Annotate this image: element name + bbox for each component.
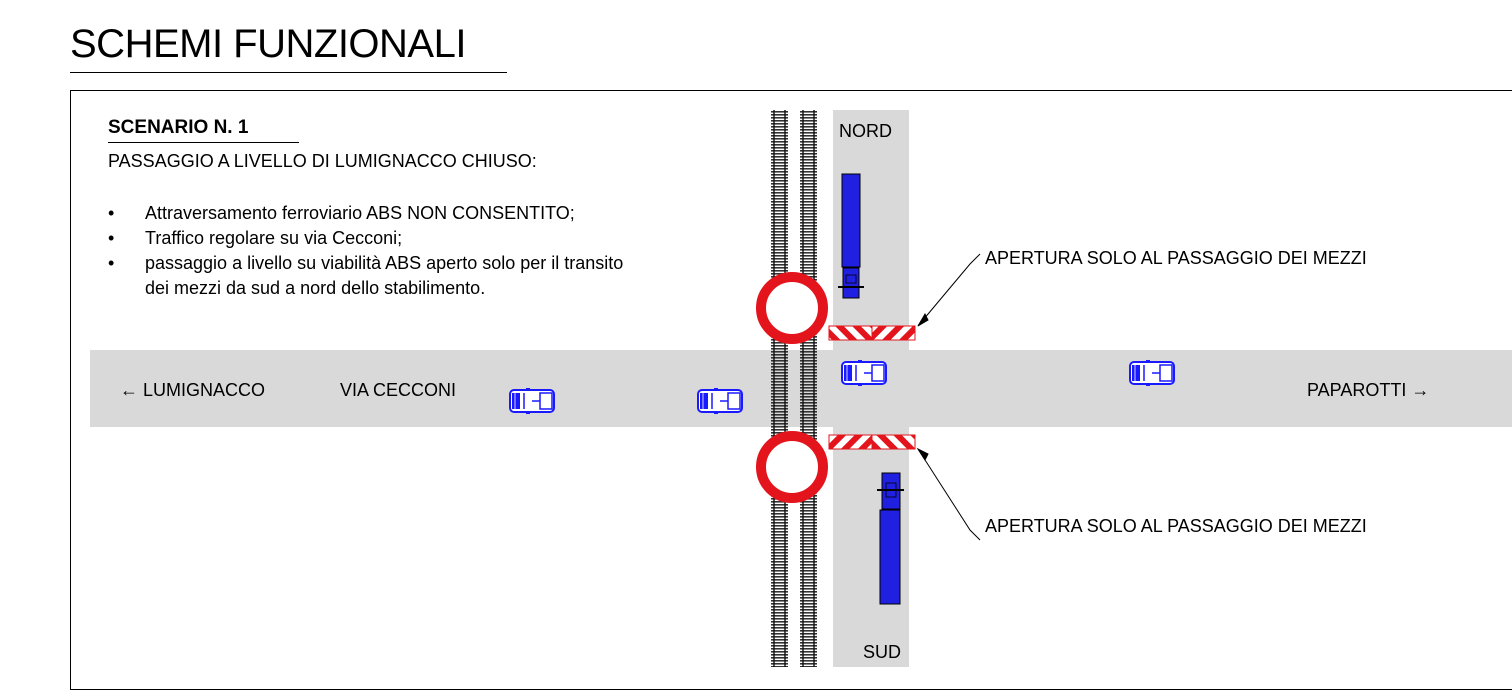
truck-icon bbox=[877, 472, 904, 605]
scenario-title: SCENARIO N. 1 bbox=[108, 117, 249, 138]
bullet-item: Traffico regolare su via Cecconi; bbox=[104, 226, 623, 251]
label-north: NORD bbox=[839, 121, 892, 141]
car-icon bbox=[697, 387, 743, 415]
no-transit-sign-icon bbox=[756, 431, 828, 503]
truck-icon bbox=[838, 173, 864, 299]
label-west-lumignacco: ← LUMIGNACCO bbox=[120, 380, 266, 400]
bullet-item: passaggio a livello su viabilità ABS ape… bbox=[104, 251, 623, 276]
bullet-item: Attraversamento ferroviario ABS NON CONS… bbox=[104, 201, 623, 226]
no-transit-sign-icon bbox=[756, 272, 828, 344]
title-underline bbox=[70, 72, 507, 73]
leader-line-south bbox=[916, 447, 981, 541]
leader-line-north bbox=[917, 253, 981, 327]
railway-track-icon bbox=[771, 110, 817, 667]
bullet-continuation: dei mezzi da sud a nord dello stabilimen… bbox=[145, 278, 486, 298]
car-icon bbox=[1129, 359, 1175, 387]
page-title: SCHEMI FUNZIONALI bbox=[70, 22, 466, 66]
barrier-icon bbox=[828, 434, 916, 450]
car-icon bbox=[841, 359, 887, 387]
scenario-title-underline bbox=[108, 142, 299, 143]
annotation-barrier-north: APERTURA SOLO AL PASSAGGIO DEI MEZZI bbox=[985, 248, 1367, 268]
label-via-cecconi: VIA CECCONI bbox=[340, 380, 457, 400]
annotation-barrier-south: APERTURA SOLO AL PASSAGGIO DEI MEZZI bbox=[985, 516, 1367, 536]
intersection-diagram bbox=[90, 110, 1512, 667]
scenario-subtitle: PASSAGGIO A LIVELLO DI LUMIGNACCO CHIUSO… bbox=[108, 151, 537, 171]
label-east-paparotti: PAPAROTTI → bbox=[1307, 380, 1430, 400]
scenario-bullet-list: Attraversamento ferroviario ABS NON CONS… bbox=[104, 201, 623, 301]
label-south: SUD bbox=[863, 642, 902, 662]
car-icon bbox=[509, 387, 555, 415]
barrier-icon bbox=[828, 325, 916, 341]
